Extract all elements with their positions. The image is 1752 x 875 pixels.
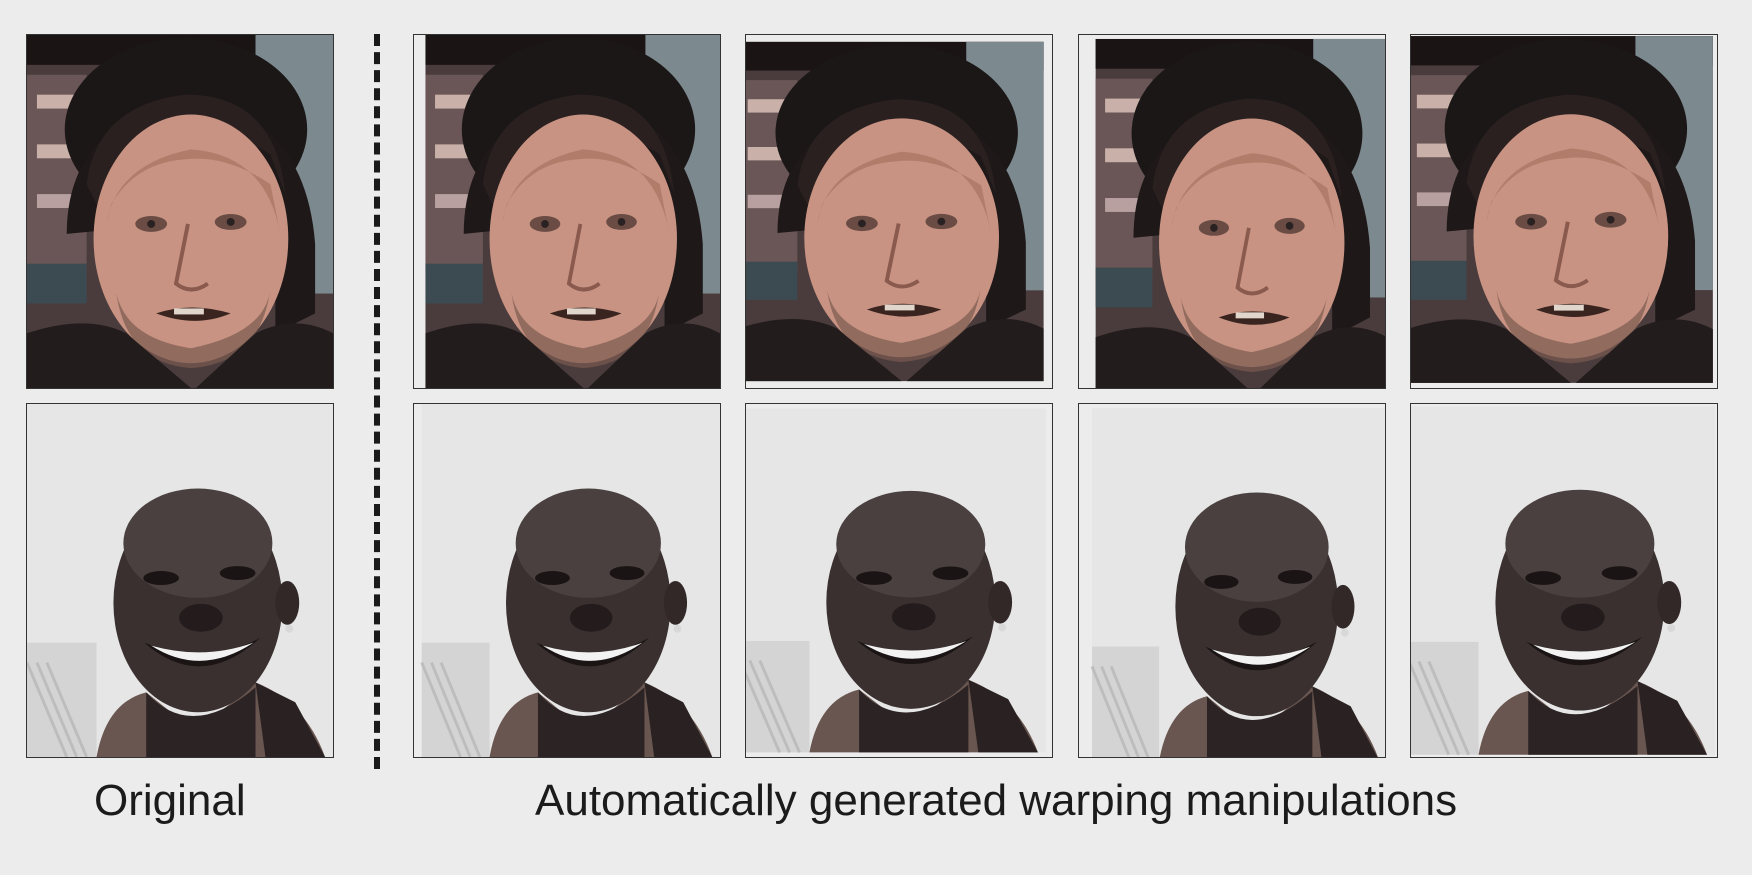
original-photo-man-beanie xyxy=(26,34,334,389)
warped-photo-smiling-man-4 xyxy=(1410,403,1718,758)
warped-photo-smiling-man-1 xyxy=(413,403,721,758)
man-beanie-warp-1-image xyxy=(414,35,720,388)
man-beanie-image xyxy=(27,35,333,388)
man-beanie-warp-2-image xyxy=(746,35,1052,388)
smiling-man-warp-1-image xyxy=(414,404,720,757)
warped-photo-man-beanie-1 xyxy=(413,34,721,389)
warped-photo-smiling-man-3 xyxy=(1078,403,1386,758)
original-photo-smiling-man xyxy=(26,403,334,758)
smiling-man-warp-2-image xyxy=(746,404,1052,757)
dashed-divider xyxy=(374,34,380,769)
manipulations-caption: Automatically generated warping manipula… xyxy=(535,776,1458,825)
warped-photo-man-beanie-3 xyxy=(1078,34,1386,389)
smiling-man-warp-3-image xyxy=(1079,404,1385,757)
warped-photo-man-beanie-2 xyxy=(745,34,1053,389)
original-caption: Original xyxy=(94,776,246,825)
man-beanie-warp-3-image xyxy=(1079,35,1385,388)
smiling-man-image xyxy=(27,404,333,757)
warped-photo-smiling-man-2 xyxy=(745,403,1053,758)
warped-photo-man-beanie-4 xyxy=(1410,34,1718,389)
man-beanie-warp-4-image xyxy=(1411,35,1717,388)
smiling-man-warp-4-image xyxy=(1411,404,1717,757)
